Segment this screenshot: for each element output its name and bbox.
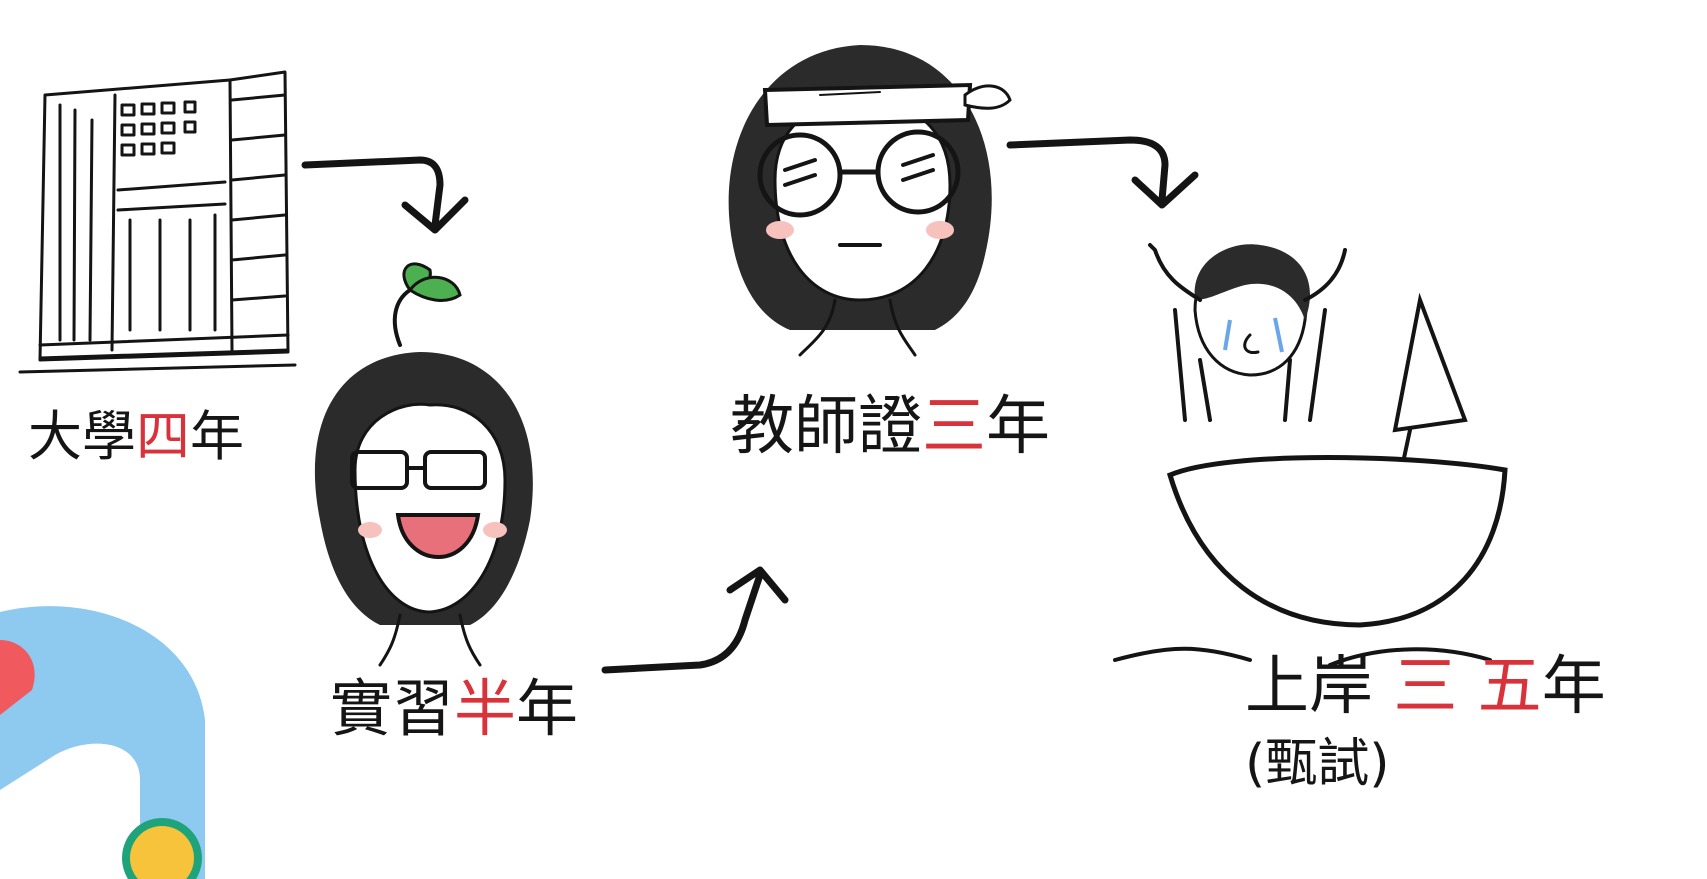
stage-2-text: 實習 <box>330 672 455 745</box>
decor-blue-shape <box>0 606 205 879</box>
decor-red-shape <box>0 640 35 715</box>
stage-3-label: 教師證三年 <box>730 395 1050 459</box>
corner-decoration <box>0 606 205 879</box>
stage-2-unit: 年 <box>516 672 579 745</box>
stage-4-note: (甄試) <box>1245 734 1390 794</box>
arrow-1-icon <box>301 156 469 234</box>
stage-1-text: 大學 <box>28 405 136 468</box>
stage-4-duration: 三 五 <box>1393 650 1542 724</box>
stage-2-duration: 半 <box>454 672 517 745</box>
stage-3-duration: 三 <box>922 390 986 464</box>
decor-yellow-circle <box>130 826 194 879</box>
boat-character-icon <box>1113 243 1508 667</box>
university-building-icon <box>18 70 297 374</box>
intern-character-icon <box>314 262 533 667</box>
stage-1-label: 大學四年 <box>28 410 244 464</box>
stage-4-unit: 年 <box>1541 650 1606 724</box>
stage-4-label: 上岸 三 五年 <box>1245 655 1606 719</box>
stage-1-unit: 年 <box>190 405 244 468</box>
stage-2-label: 實習半年 <box>330 678 578 740</box>
arrow-2-icon <box>601 566 789 674</box>
stage-3-text: 教師證 <box>730 390 922 464</box>
arrow-3-icon <box>1006 136 1199 209</box>
teacher-certificate-character-icon <box>728 45 1012 357</box>
stage-1-duration: 四 <box>136 405 190 468</box>
stage-3-unit: 年 <box>986 390 1050 464</box>
stage-4-text: 上岸 <box>1245 650 1373 724</box>
